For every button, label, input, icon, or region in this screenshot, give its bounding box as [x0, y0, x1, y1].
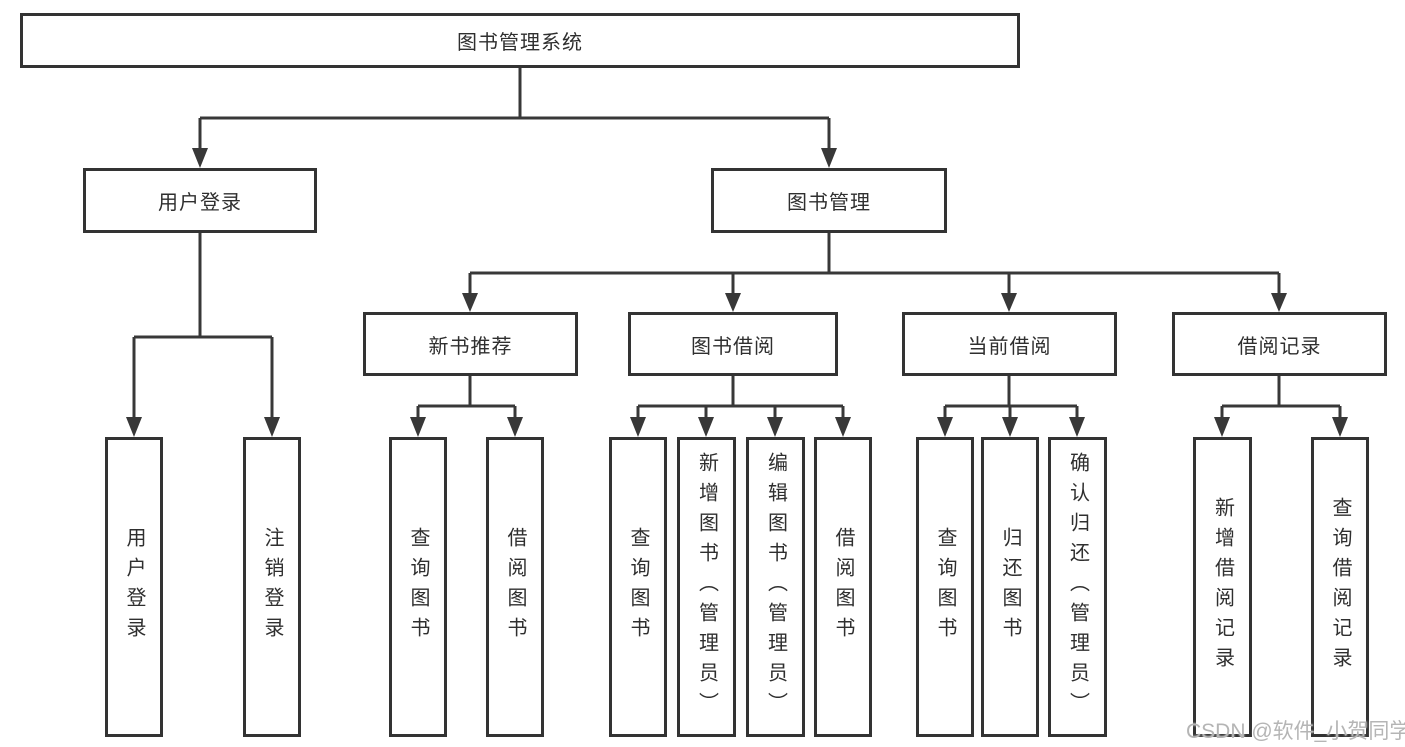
node-user-login: 用户登录	[83, 168, 317, 233]
node-leaf-user-login: 用户登录	[105, 437, 163, 737]
node-leaf-add-borrow-record: 新增借阅记录	[1193, 437, 1252, 737]
node-leaf-query-borrow-record: 查询借阅记录	[1311, 437, 1369, 737]
node-new-book-recommend: 新书推荐	[363, 312, 578, 376]
node-book-borrowing: 图书借阅	[628, 312, 838, 376]
node-borrow-records: 借阅记录	[1172, 312, 1387, 376]
node-leaf-borrow-books-recommend: 借阅图书	[486, 437, 544, 737]
node-leaf-query-books-borrowing: 查询图书	[609, 437, 667, 737]
node-leaf-return-books: 归还图书	[981, 437, 1039, 737]
node-leaf-confirm-return-admin: 确认归还（管理员）	[1048, 437, 1107, 737]
node-leaf-logout: 注销登录	[243, 437, 301, 737]
watermark: CSDN @软件_小贺同学	[1186, 720, 1405, 743]
node-leaf-edit-book-admin: 编辑图书（管理员）	[746, 437, 805, 737]
node-leaf-query-books-current: 查询图书	[916, 437, 974, 737]
node-book-management: 图书管理	[711, 168, 947, 233]
node-library-management-system: 图书管理系统	[20, 13, 1020, 68]
node-leaf-borrow-books: 借阅图书	[814, 437, 872, 737]
node-leaf-add-book-admin: 新增图书（管理员）	[677, 437, 736, 737]
node-current-borrowing: 当前借阅	[902, 312, 1117, 376]
node-leaf-query-books-recommend: 查询图书	[389, 437, 447, 737]
